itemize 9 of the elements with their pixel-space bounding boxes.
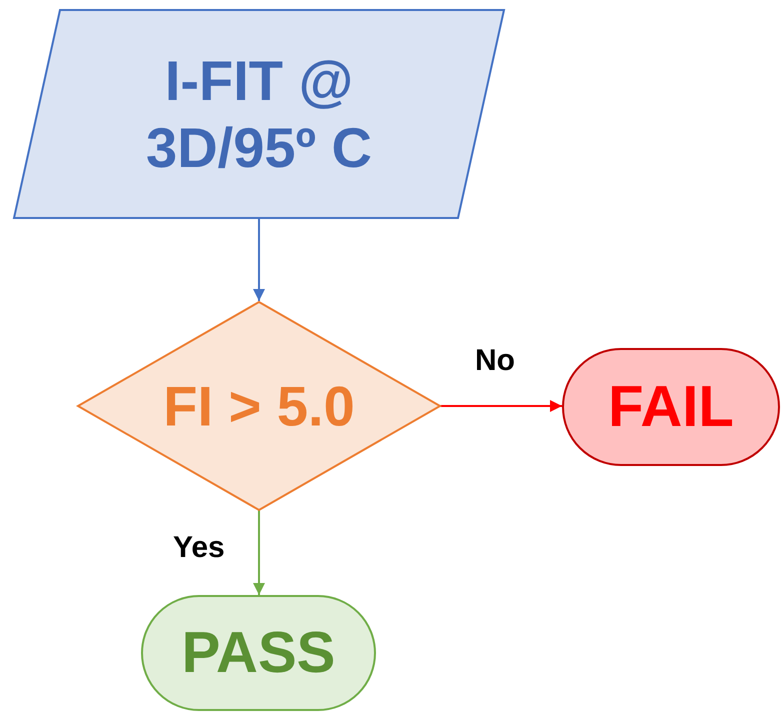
arrow <box>440 400 562 412</box>
node-label: PASS <box>180 619 336 688</box>
node-label: FAIL <box>607 373 735 442</box>
arrow <box>253 510 265 595</box>
node-label: I-FIT @ 3D/95º C <box>145 48 373 181</box>
input-parallelogram <box>14 10 504 218</box>
node-label: FI > 5.0 <box>162 373 356 440</box>
arrow <box>253 218 265 301</box>
decision-diamond <box>78 302 440 510</box>
